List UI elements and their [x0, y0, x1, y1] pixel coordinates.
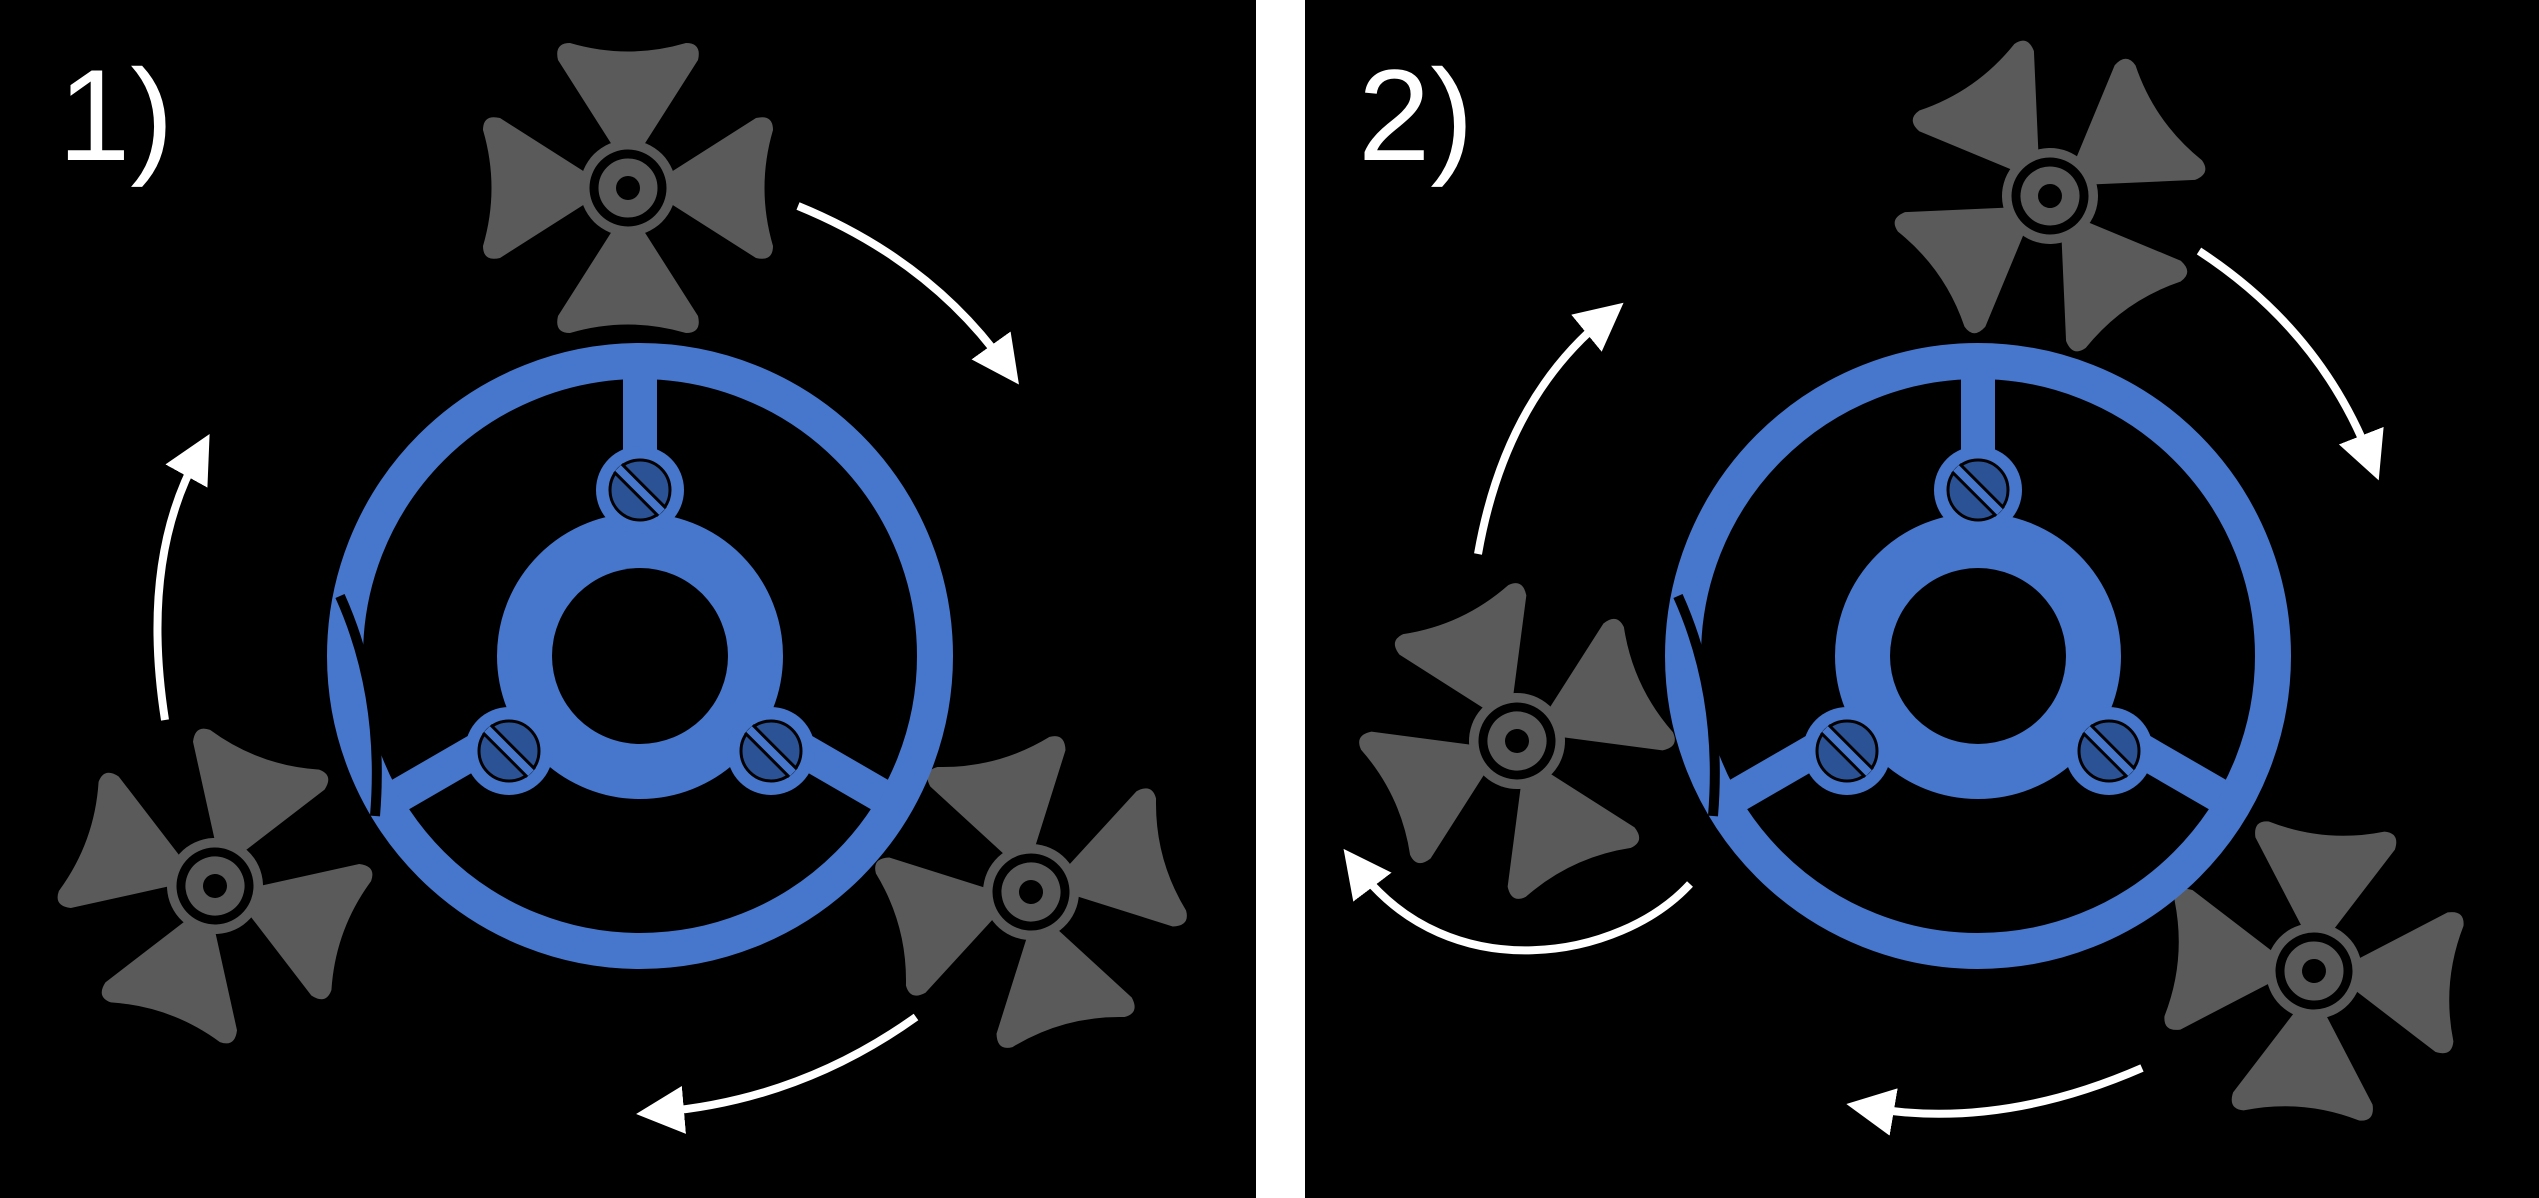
arrow-clockwise-top-right [796, 202, 1019, 385]
arrow-left-under [1343, 848, 1693, 955]
arrow-top-right [2196, 247, 2384, 481]
arrow-bottom-left [636, 1013, 919, 1134]
arrow-left-up [1474, 302, 1624, 555]
arrow-left-up [153, 433, 210, 721]
arrow-bottom [1846, 1064, 2144, 1136]
panel-divider [1256, 0, 1305, 1198]
panel-1: 1) [0, 0, 1256, 1198]
panel-2-label: 2) [1358, 42, 1474, 188]
panel-2: 2) [1305, 0, 2539, 1198]
panel-1-label: 1) [58, 42, 174, 188]
